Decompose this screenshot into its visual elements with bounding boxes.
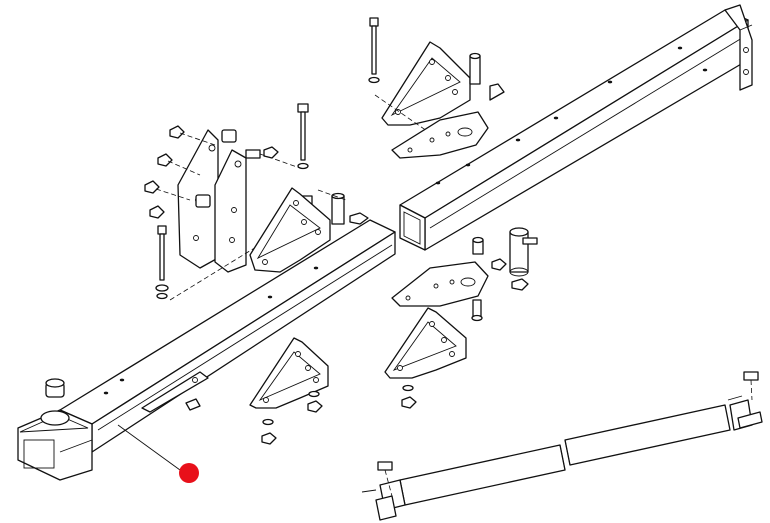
upper-flat-plate — [391, 111, 489, 159]
lower-flat-plate — [391, 261, 489, 322]
tube-holes — [103, 46, 708, 395]
mid-left-bracket — [249, 187, 331, 273]
tube-tab — [141, 371, 209, 413]
right-pin-assembly — [472, 227, 538, 291]
upper-right-bracket — [368, 17, 505, 141]
callout — [117, 424, 199, 483]
left-long-bolt — [155, 225, 169, 300]
main-drawbar-tube — [59, 9, 749, 453]
lower-right-bracket — [384, 307, 467, 409]
end-plate — [724, 4, 753, 91]
telescopic-arm — [361, 371, 763, 521]
left-clamp-plates — [169, 129, 301, 301]
lower-left-bracket — [249, 337, 329, 445]
red-marker — [179, 463, 199, 483]
coupling-head — [17, 378, 93, 481]
spacer-sleeve — [317, 189, 369, 225]
left-nuts — [144, 125, 216, 219]
